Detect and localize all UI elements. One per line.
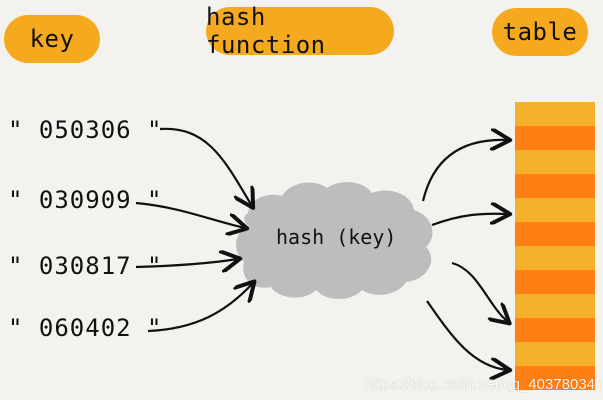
key-label-3: " 030817 " <box>8 252 163 280</box>
arrow-table-4 <box>427 301 508 370</box>
arrow-table-3 <box>452 263 508 322</box>
hash-key-label: hash (key) <box>276 225 396 249</box>
table-bucket <box>515 318 595 342</box>
table-bucket <box>515 126 595 150</box>
table-bucket <box>515 198 595 222</box>
key-label-2: " 030909 " <box>8 186 163 214</box>
table-bucket <box>515 270 595 294</box>
table-bucket <box>515 294 595 318</box>
arrow-key-1 <box>160 129 252 206</box>
key-label-1: " 050306 " <box>8 116 163 144</box>
table-bucket <box>515 246 595 270</box>
arrow-table-2 <box>432 214 508 225</box>
watermark-text: https://blog.csdn.net/qq_40378034 <box>365 376 595 393</box>
arrow-key-4 <box>148 283 253 331</box>
table-bucket <box>515 222 595 246</box>
key-label-4: " 060402 " <box>8 314 163 342</box>
arrow-table-1 <box>423 140 508 201</box>
table-bucket <box>515 102 595 126</box>
table-bucket <box>515 150 595 174</box>
table-bucket <box>515 342 595 366</box>
table-bucket <box>515 174 595 198</box>
hash-table <box>515 102 595 390</box>
